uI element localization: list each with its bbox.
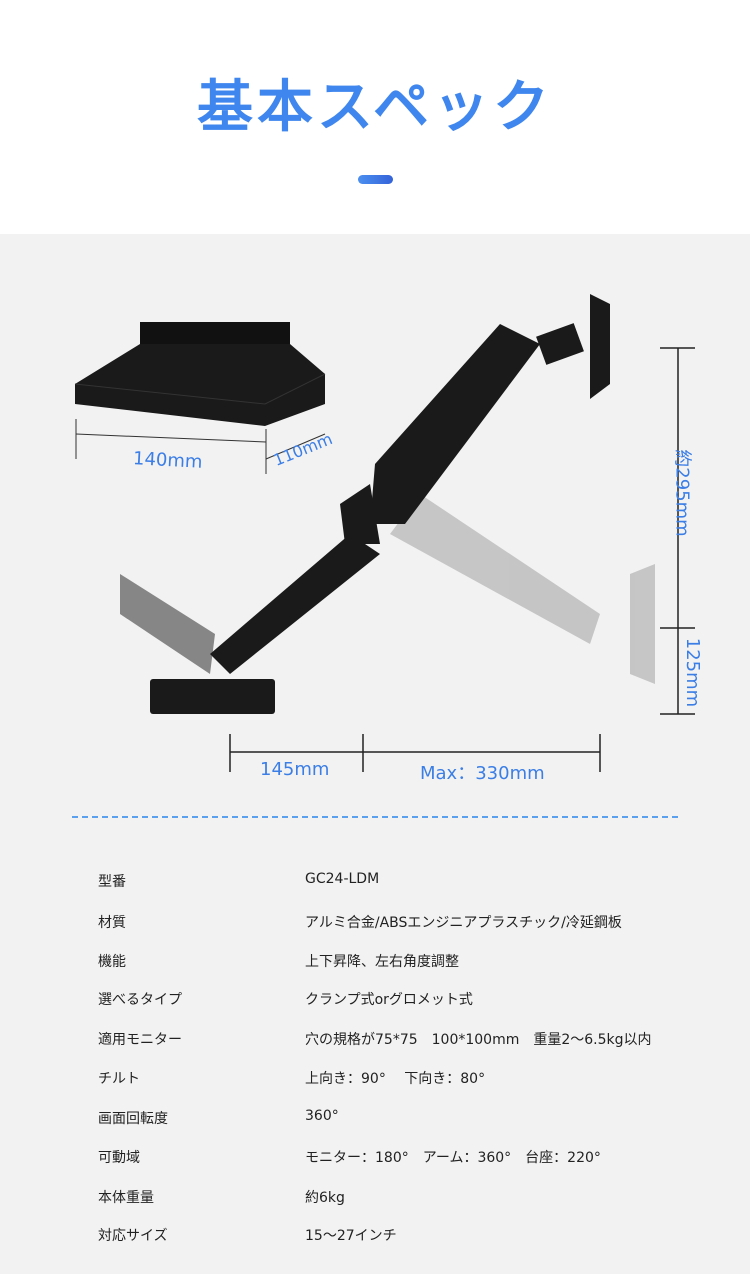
base-width-label: 140mm [132,448,203,473]
spec-value: アルミ合金/ABSエンジニアプラスチック/冷延鋼板 [305,915,622,931]
spec-value: クランプ式orグロメット式 [305,992,473,1008]
spec-label: 本体重量 [98,1190,154,1206]
spec-row: 本体重量 約6kg [98,1187,345,1207]
spec-row: 対応サイズ 15〜27インチ [98,1225,397,1245]
spec-value: 15〜27インチ [305,1228,397,1244]
dashed-divider [72,816,678,818]
arm-dimension-lines [229,347,695,772]
spec-label: 選べるタイプ [98,992,182,1008]
spec-label: 適用モニター [98,1032,182,1048]
spec-label: 可動域 [98,1150,140,1166]
spec-label: チルト [98,1071,140,1087]
monitor-arm [120,294,610,714]
spec-row: 型番 GC24-LDM [98,871,379,891]
product-diagram [74,294,695,772]
height-down-label: 125mm [682,637,704,708]
page-title: 基本スペック [196,75,554,140]
spec-value: 上向き：90° 下向き：80° [305,1071,486,1087]
spec-row: 適用モニター 穴の規格が75*75 100*100mm 重量2〜6.5kg以内 [98,1029,652,1049]
title-underline [358,175,393,184]
spec-label: 画面回転度 [98,1111,168,1127]
spec-label: 対応サイズ [98,1228,168,1244]
spec-row: 画面回転度 360° [98,1108,339,1128]
spec-label: 型番 [98,874,126,890]
spec-row: チルト 上向き：90° 下向き：80° [98,1068,485,1088]
height-up-label: 約295mm [671,449,693,537]
base-dimension-lines [75,419,326,474]
ghost-arm [390,494,655,684]
spec-label: 機能 [98,954,126,970]
spec-value: 360° [305,1108,339,1124]
spec-row: 機能 上下昇降、左右角度調整 [98,951,459,971]
spec-label: 材質 [98,915,126,931]
spec-value: 約6kg [305,1190,345,1206]
spec-value: モニター：180° アーム：360° 台座：220° [305,1150,601,1166]
spec-value: 穴の規格が75*75 100*100mm 重量2〜6.5kg以内 [305,1032,652,1048]
arm-max-label: Max：330mm [420,763,545,784]
spec-row: 材質 アルミ合金/ABSエンジニアプラスチック/冷延鋼板 [98,912,622,932]
spec-value: 上下昇降、左右角度調整 [305,954,459,970]
spec-row: 可動域 モニター：180° アーム：360° 台座：220° [98,1147,601,1167]
spec-value: GC24-LDM [305,871,380,887]
header: 基本スペック [0,0,750,234]
arm-inner-label: 145mm [260,759,330,780]
base-closeup [74,322,326,426]
spec-row: 選べるタイプ クランプ式orグロメット式 [98,989,473,1009]
